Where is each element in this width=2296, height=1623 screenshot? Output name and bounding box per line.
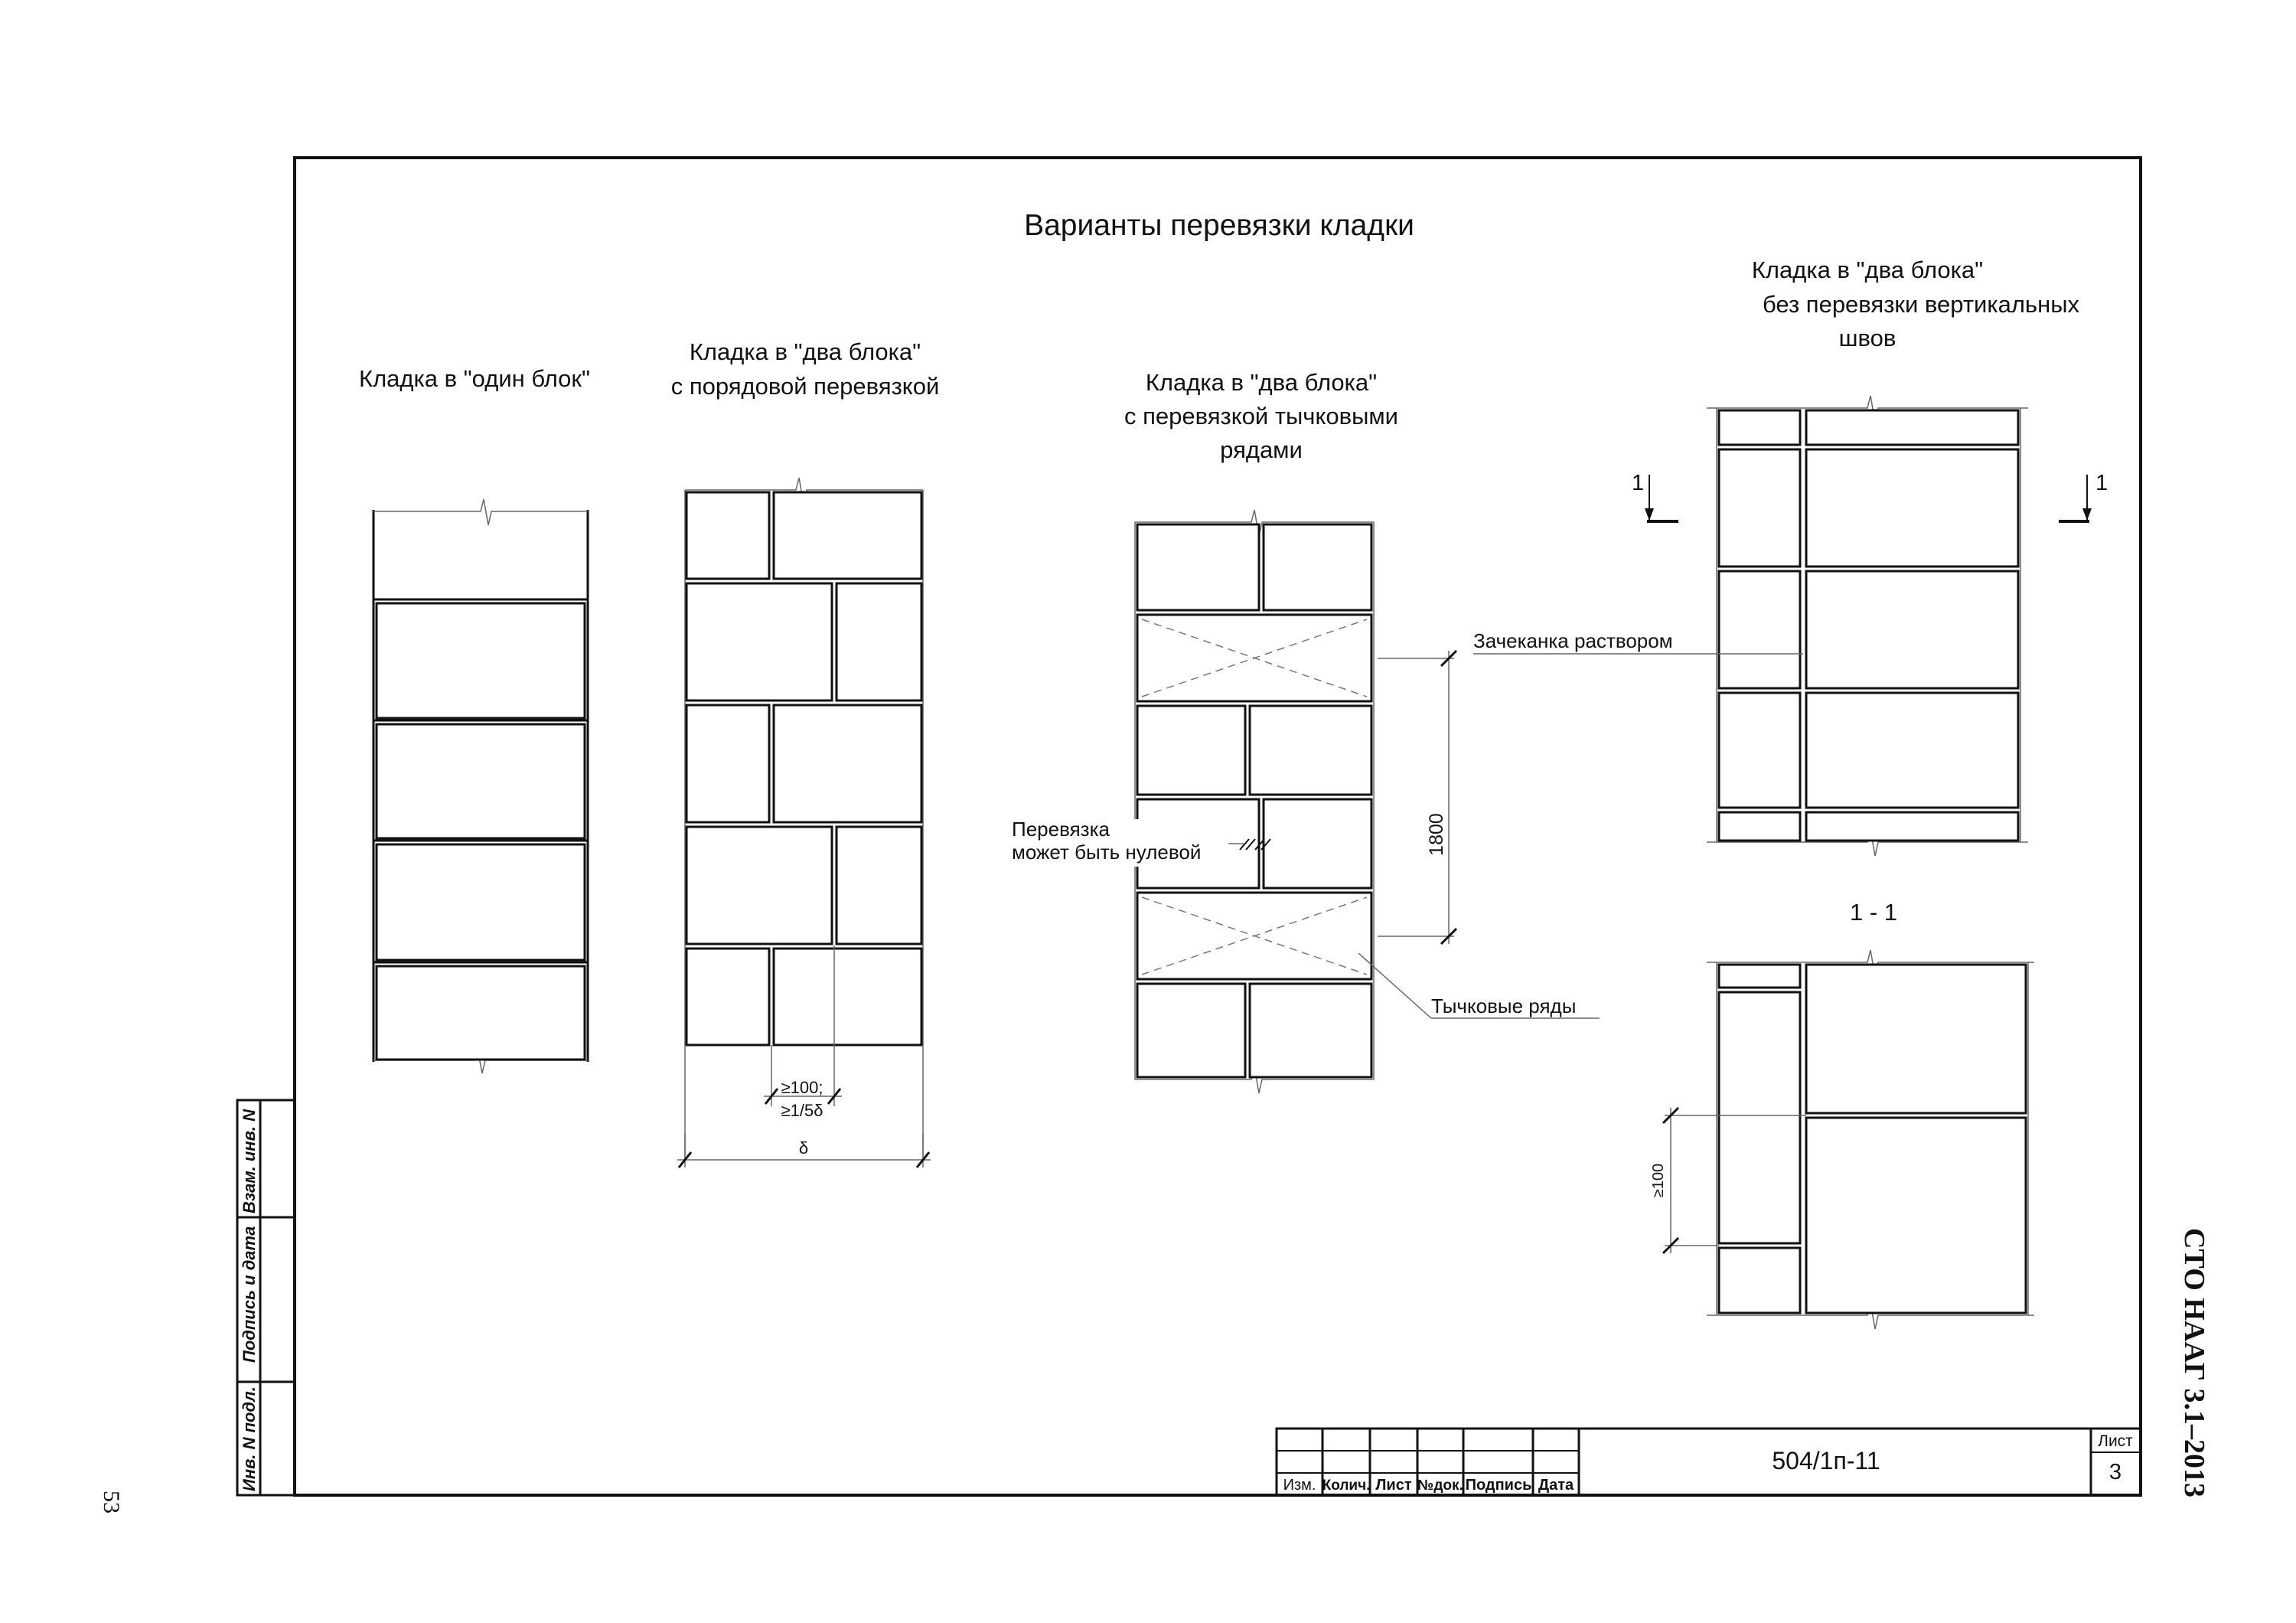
stamp-inv-label: Инв. N подл.: [240, 1386, 259, 1491]
block: [1805, 963, 2027, 1115]
height-dimension: 1800: [1378, 649, 1458, 945]
title-block: Изм. Колич. Лист №док. Подпись Дата 504/…: [1275, 1427, 2142, 1497]
title-block-header-ndok: №док.: [1417, 1478, 1463, 1494]
section-overlap-label: ≥100: [1650, 1164, 1667, 1197]
drawing-title: Варианты перевязки кладки: [1024, 209, 1414, 242]
stamp-sign-label: Подпись и дата: [240, 1226, 259, 1363]
block: [1136, 523, 1261, 612]
variant-row-tie-label-2: с порядовой перевязкой: [671, 373, 940, 400]
mortar-caulking-note: Зачеканка раствором: [1473, 629, 1803, 655]
standard-code: СТО НААГ 3.1–2013: [2178, 1228, 2210, 1497]
variant-no-tie-label-2: без перевязки вертикальных: [1763, 291, 2079, 318]
page-number: 53: [99, 1491, 124, 1514]
block: [1805, 409, 2020, 446]
overlap-min-label: ≥100;: [781, 1078, 823, 1097]
block: [1717, 691, 1802, 809]
block: [685, 947, 771, 1047]
block: [1717, 963, 1802, 989]
block: [1717, 409, 1802, 446]
zero-tie-label-1: Перевязка: [1012, 818, 1110, 841]
overlap-dimension: ≥100; ≥1/5δ: [764, 945, 842, 1120]
block: [1136, 982, 1247, 1079]
variant-two-block-row-tie: Кладка в "два блока" с порядовой перевяз…: [671, 338, 940, 1168]
section-mark-left: 1: [1632, 471, 1678, 523]
zero-tie-note: Перевязка может быть нулевой: [1010, 818, 1244, 867]
block: [1717, 811, 1802, 842]
section-mark-right-label: 1: [2095, 471, 2108, 495]
header-rows-note: Тычковые ряды: [1358, 952, 1600, 1019]
block: [1805, 1116, 2027, 1314]
block: [685, 825, 833, 945]
block: [1262, 523, 1373, 612]
block: [1805, 811, 2020, 842]
overlap-ratio-label: ≥1/5δ: [781, 1101, 823, 1120]
block: [1717, 1246, 1802, 1314]
header-rows-label: Тычковые ряды: [1431, 994, 1576, 1017]
block: [772, 947, 923, 1047]
variant-one-block: Кладка в "один блок": [359, 365, 590, 1074]
title-block-header-izm: Изм.: [1283, 1477, 1316, 1494]
mortar-caulking-label: Зачеканка раствором: [1473, 629, 1673, 652]
drawing-frame: [293, 156, 2142, 1497]
sheet-label: Лист: [2098, 1432, 2133, 1450]
variant-two-block-no-tie: Кладка в "два блока" без перевязки верти…: [1473, 256, 2108, 1330]
variant-no-tie-label-3: швов: [1839, 325, 1896, 351]
block: [772, 491, 923, 580]
section-title: 1 - 1: [1850, 899, 1897, 926]
block: [1805, 570, 2020, 690]
block: [685, 704, 771, 824]
thickness-dimension: δ: [677, 1133, 931, 1168]
block: [1805, 448, 2020, 568]
block: [1136, 704, 1247, 796]
variant-row-tie-label-1: Кладка в "два блока": [690, 338, 921, 365]
variant-no-tie-label-1: Кладка в "два блока": [1752, 256, 1983, 283]
title-block-header-list: Лист: [1375, 1477, 1411, 1494]
section-mark-right: 1: [2059, 471, 2108, 523]
block: [375, 843, 586, 962]
block: [772, 704, 923, 824]
title-block-header-kol: Колич.: [1322, 1478, 1371, 1494]
title-block-header-date: Дата: [1538, 1477, 1574, 1494]
block: [375, 723, 586, 840]
variant-header-tie-label-3: рядами: [1220, 436, 1303, 463]
block: [685, 491, 771, 580]
variant-two-block-header-tie: Кладка в "два блока" с перевязкой тычков…: [1010, 369, 1600, 1094]
block: [1262, 798, 1373, 890]
variant-one-block-label: Кладка в "один блок": [359, 365, 590, 392]
zero-tie-label-2: может быть нулевой: [1012, 841, 1201, 864]
title-block-header-sign: Подпись: [1466, 1477, 1532, 1494]
block: [835, 825, 923, 945]
block: [685, 582, 833, 702]
block: [1717, 991, 1802, 1245]
variant-header-tie-label-2: с перевязкой тычковыми: [1124, 403, 1398, 429]
section-1-1: [1707, 949, 2034, 1330]
one-block-wall: [372, 498, 589, 1074]
wall-thickness-label: δ: [799, 1138, 808, 1158]
block: [375, 602, 586, 720]
variant-header-tie-label-1: Кладка в "два блока": [1146, 369, 1377, 396]
doc-code: 504/1п-11: [1772, 1447, 1880, 1474]
section-overlap-dimension: ≥100: [1650, 1106, 1806, 1255]
no-tie-elevation: [1707, 395, 2028, 857]
block: [1717, 448, 1802, 568]
section-mark-left-label: 1: [1632, 471, 1644, 495]
sheet-number: 3: [2109, 1460, 2122, 1484]
block: [1248, 982, 1373, 1079]
block: [835, 582, 923, 702]
stamp-replace-label: Взам. инв. N: [240, 1109, 259, 1213]
height-1800-label: 1800: [1426, 813, 1447, 856]
left-stamp: Инв. N подл. Подпись и дата Взам. инв. N: [236, 1099, 296, 1497]
block: [1248, 704, 1373, 796]
row-tie-wall: [684, 477, 924, 1156]
header-tie-wall: [1134, 509, 1375, 1094]
block: [1717, 570, 1802, 690]
block: [375, 965, 586, 1061]
block: [1805, 691, 2020, 809]
